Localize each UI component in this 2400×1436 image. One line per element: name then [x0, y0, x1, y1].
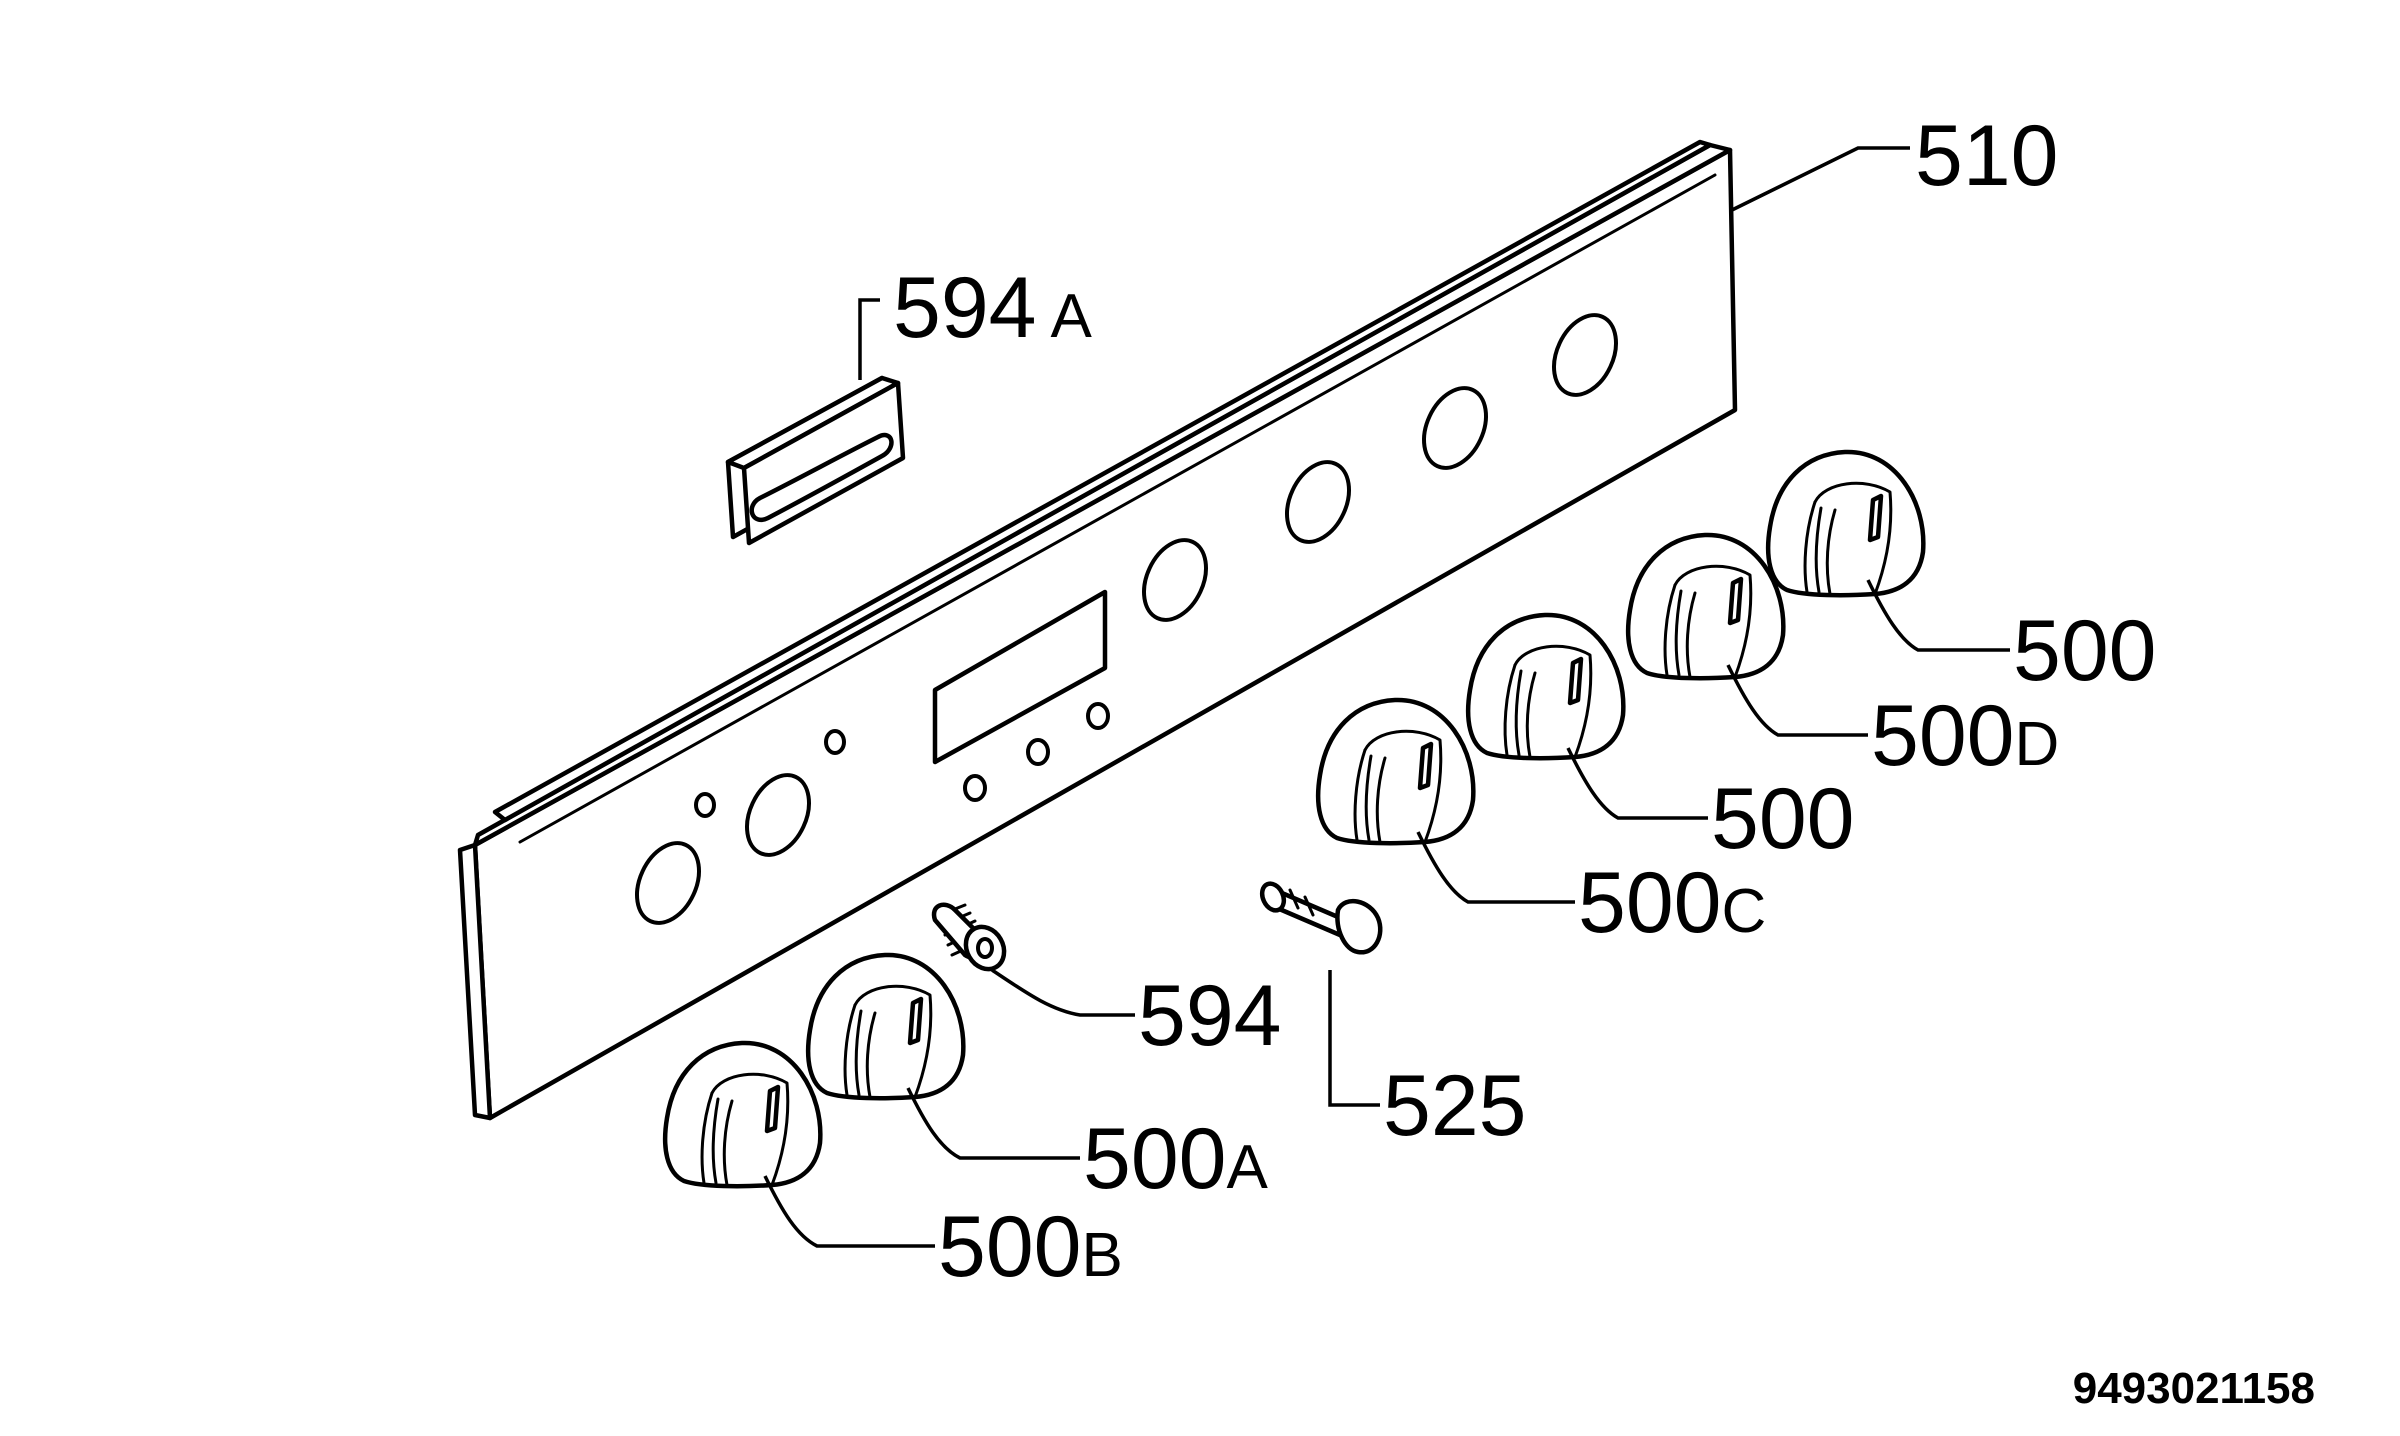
knob-500-middle: [1468, 615, 1623, 758]
callout-500-right: 500: [2013, 603, 2157, 699]
knob-500d: [1628, 535, 1783, 678]
callout-500a: 500A: [1083, 1111, 1269, 1207]
callout-510: 510: [1915, 108, 2059, 204]
callout-525: 525: [1383, 1058, 1527, 1154]
spindle-525: [1259, 881, 1383, 955]
callout-500b: 500B: [938, 1199, 1123, 1295]
callout-500-middle: 500: [1711, 771, 1855, 867]
leader-lines: [763, 146, 2010, 1248]
knob-500-right: [1768, 452, 1923, 595]
callout-500c: 500C: [1578, 855, 1766, 951]
knob-500c: [1318, 700, 1473, 843]
control-panel-510: [457, 139, 1738, 1121]
bracket-594a: [725, 375, 906, 546]
callout-594: 594: [1138, 968, 1282, 1064]
document-number: 9493021158: [2073, 1364, 2315, 1413]
spring-594: [931, 902, 1007, 972]
knob-500a: [808, 955, 963, 1098]
knob-500b: [665, 1043, 820, 1186]
callout-500d: 500D: [1871, 688, 2059, 784]
